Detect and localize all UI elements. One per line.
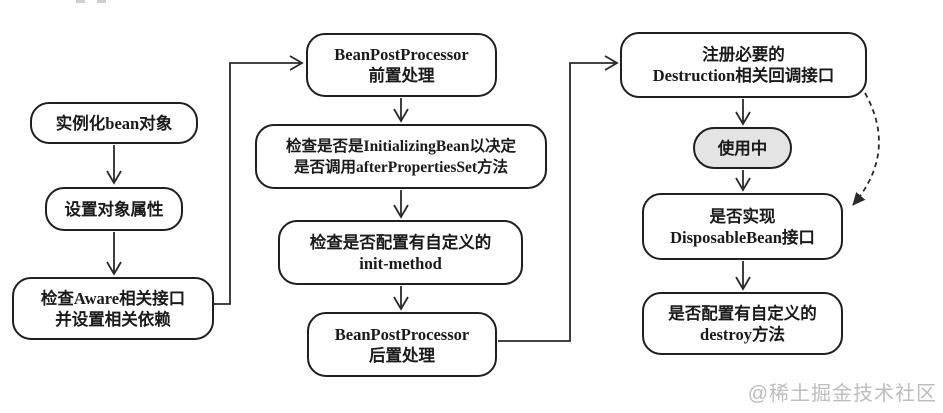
cropped-text-artifact	[97, 0, 106, 3]
node-check-init-method: 检查是否配置有自定义的 init-method	[278, 220, 523, 285]
node-instantiate-bean: 实例化bean对象	[30, 102, 198, 144]
watermark: @稀土掘金技术社区	[747, 383, 937, 405]
node-in-use: 使用中	[693, 127, 792, 169]
cropped-text-artifact	[76, 0, 85, 3]
node-beanpostprocessor-before: BeanPostProcessor 前置处理	[306, 33, 497, 97]
node-check-aware: 检查Aware相关接口 并设置相关依赖	[12, 277, 214, 340]
dashed-arrow-destruction-to-disposable	[852, 92, 880, 206]
connector-bpp-after-to-destruction	[498, 55, 619, 342]
node-check-initializing-bean: 检查是否是InitializingBean以决定 是否调用afterProper…	[255, 124, 547, 189]
node-beanpostprocessor-after: BeanPostProcessor 后置处理	[307, 312, 497, 377]
node-check-destroy-method: 是否配置有自定义的 destroy方法	[642, 292, 843, 355]
node-check-disposable-bean: 是否实现 DisposableBean接口	[642, 193, 843, 260]
node-register-destruction: 注册必要的 Destruction相关回调接口	[620, 32, 867, 98]
node-set-properties: 设置对象属性	[45, 187, 183, 231]
